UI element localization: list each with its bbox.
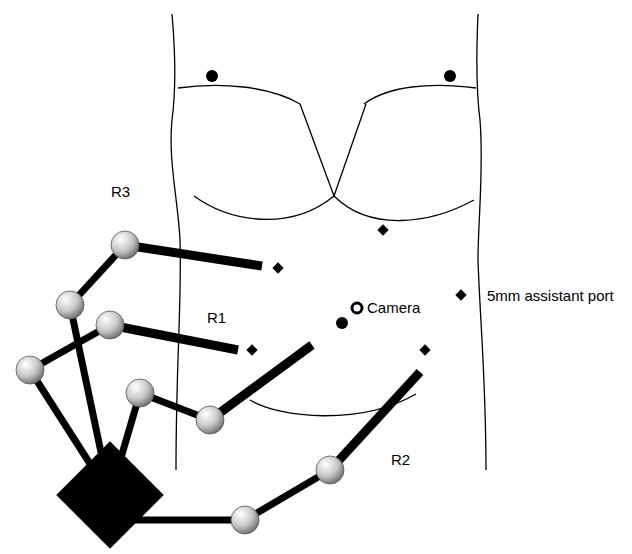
nipple (444, 70, 456, 82)
camera-icon (352, 303, 362, 313)
nipple (206, 70, 218, 82)
port-label: Camera (366, 300, 421, 317)
torso-outline (171, 14, 486, 470)
port-markers (246, 224, 466, 355)
robot-joints (16, 231, 344, 534)
port-label: R1 (206, 310, 227, 327)
robot-base (56, 441, 163, 548)
port-label: R2 (390, 452, 411, 469)
port-label: 5mm assistant port (486, 288, 615, 305)
port-label: R3 (110, 184, 131, 201)
